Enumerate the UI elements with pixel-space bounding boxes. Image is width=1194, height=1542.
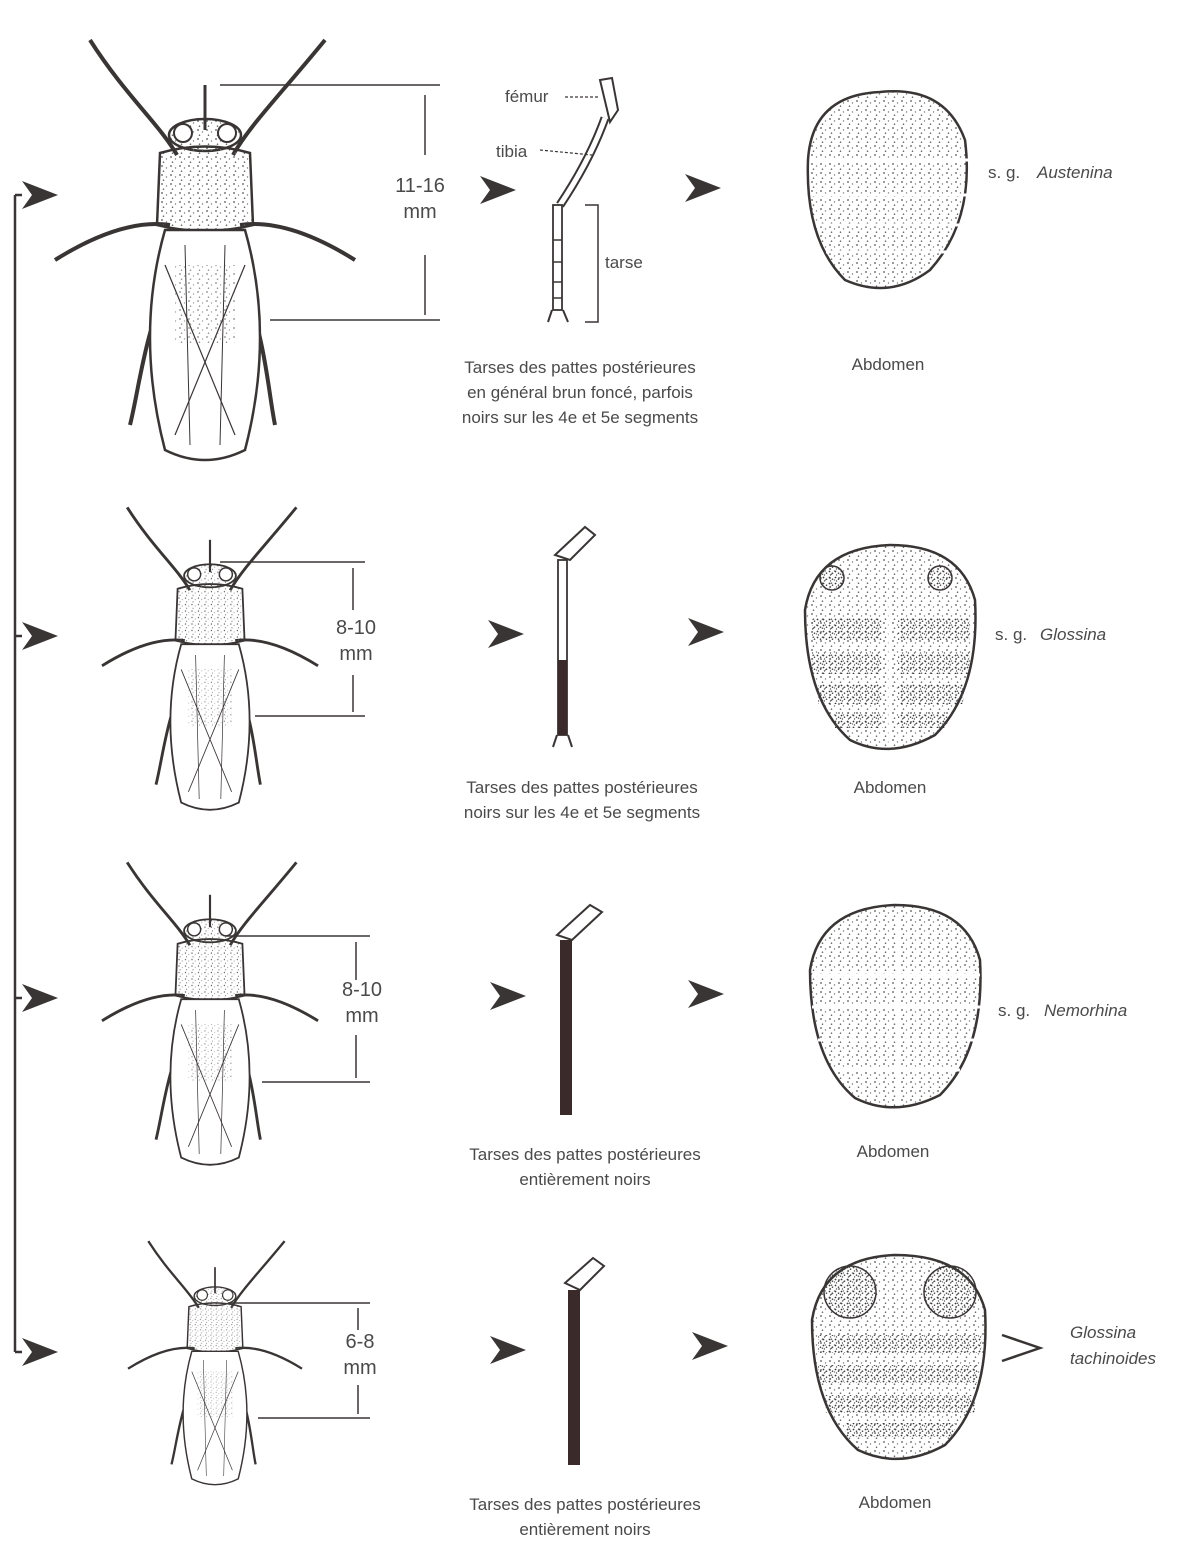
- species-epithet: tachinoides: [1070, 1349, 1157, 1368]
- abdomen-label: Abdomen: [852, 355, 925, 374]
- size-unit: mm: [343, 1357, 376, 1379]
- arrow-right-icon: [1002, 1335, 1040, 1361]
- subgenus-name: Glossina: [1040, 625, 1106, 644]
- row-4: 6-8 mm Tarses des pattes postérieures en…: [15, 1241, 1157, 1539]
- hind-leg-illustration: [565, 1258, 604, 1465]
- tarse-label: tarse: [605, 253, 643, 272]
- tarsus-caption-line: Tarses des pattes postérieures: [469, 1145, 701, 1164]
- size-range: 8-10: [336, 617, 376, 639]
- size-range: 11-16: [395, 175, 445, 197]
- subgenus-name: Austenina: [1036, 163, 1113, 182]
- abdomen-illustration: [805, 545, 976, 749]
- hind-leg-illustration: [557, 905, 602, 1115]
- arrow-right-icon: [490, 1336, 526, 1364]
- row-1: 11-16 mm fémur tibia tarse Tarses des pa…: [15, 40, 1113, 460]
- tarsus-caption-line: noirs sur les 4e et 5e segments: [462, 408, 698, 427]
- size-range: 6-8: [346, 1331, 375, 1353]
- tarsus-caption-line: entièrement noirs: [519, 1170, 650, 1189]
- fly-illustration: [128, 1241, 302, 1485]
- arrow-right-icon: [685, 174, 721, 202]
- row-2: 8-10 mm Tarses des pattes postérieures n…: [15, 507, 1106, 822]
- tarsus-caption-line: Tarses des pattes postérieures: [469, 1495, 701, 1514]
- arrow-right-icon: [22, 984, 58, 1012]
- tarsus-caption-line: en général brun foncé, parfois: [467, 383, 693, 402]
- abdomen-label: Abdomen: [857, 1142, 930, 1161]
- row-3: 8-10 mm Tarses des pattes postérieures e…: [15, 862, 1127, 1189]
- arrow-right-icon: [488, 620, 524, 648]
- hind-leg-illustration: [540, 78, 618, 322]
- fly-illustration: [102, 862, 318, 1164]
- size-unit: mm: [339, 643, 372, 665]
- arrow-right-icon: [22, 1338, 58, 1366]
- tarsus-caption-line: Tarses des pattes postérieures: [464, 358, 696, 377]
- tarsus-caption-line: entièrement noirs: [519, 1520, 650, 1539]
- fly-illustration: [102, 507, 318, 809]
- subgenus-prefix: s. g.: [988, 163, 1020, 182]
- size-unit: mm: [403, 201, 436, 223]
- size-range: 8-10: [342, 979, 382, 1001]
- hind-leg-illustration: [553, 527, 595, 747]
- arrow-right-icon: [688, 618, 724, 646]
- fly-illustration: [55, 40, 355, 460]
- tibia-label: tibia: [496, 142, 528, 161]
- arrow-right-icon: [692, 1332, 728, 1360]
- tarsus-caption-line: Tarses des pattes postérieures: [466, 778, 698, 797]
- abdomen-illustration: [812, 1255, 986, 1459]
- tarsus-caption-line: noirs sur les 4e et 5e segments: [464, 803, 700, 822]
- species-genus: Glossina: [1070, 1323, 1136, 1342]
- subgenus-prefix: s. g.: [998, 1001, 1030, 1020]
- subgenus-prefix: s. g.: [995, 625, 1027, 644]
- abdomen-label: Abdomen: [859, 1493, 932, 1512]
- abdomen-illustration: [808, 91, 968, 288]
- abdomen-label: Abdomen: [854, 778, 927, 797]
- arrow-right-icon: [22, 622, 58, 650]
- arrow-right-icon: [688, 980, 724, 1008]
- arrow-right-icon: [480, 176, 516, 204]
- subgenus-name: Nemorhina: [1044, 1001, 1127, 1020]
- abdomen-illustration: [810, 905, 982, 1107]
- arrow-right-icon: [490, 982, 526, 1010]
- arrow-right-icon: [22, 181, 58, 209]
- size-unit: mm: [345, 1005, 378, 1027]
- femur-label: fémur: [505, 87, 549, 106]
